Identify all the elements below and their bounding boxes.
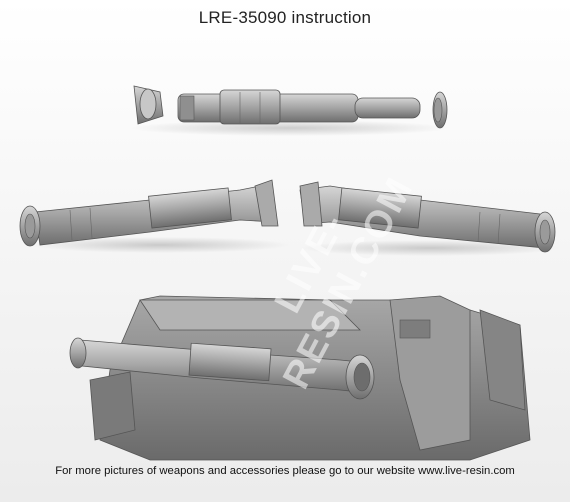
rear-cap-part — [432, 91, 448, 129]
assembled-launcher-right — [299, 181, 560, 256]
page-title: LRE-35090 instruction — [198, 8, 372, 27]
launcher-tube-part — [177, 89, 421, 125]
turret-with-mounted-launcher — [69, 295, 531, 461]
website-footer: For more pictures of weapons and accesso… — [55, 465, 515, 477]
assembled-launcher-left — [19, 179, 290, 253]
front-cap-part — [133, 85, 164, 125]
top-row-exploded-launcher — [130, 85, 450, 136]
